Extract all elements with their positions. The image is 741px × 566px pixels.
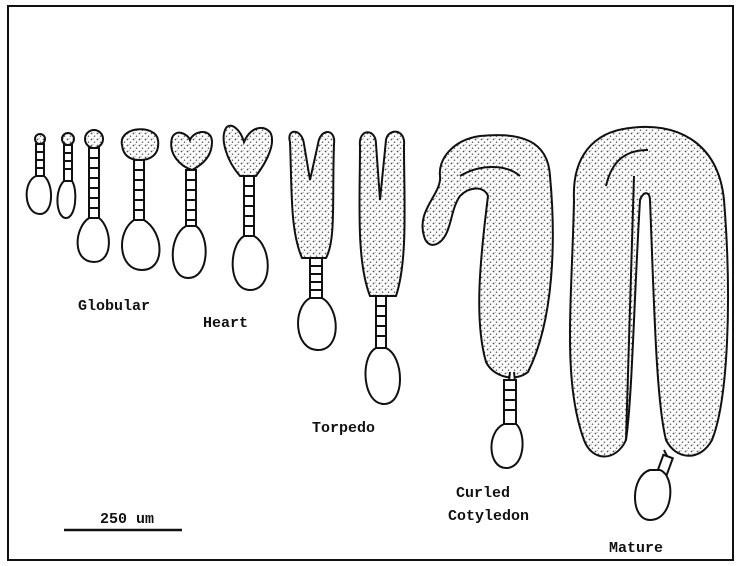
label-torpedo: Torpedo xyxy=(312,420,375,437)
label-mature: Mature xyxy=(609,540,663,557)
label-cotyledon: Cotyledon xyxy=(448,508,529,525)
label-curled: Curled xyxy=(456,485,510,502)
label-heart: Heart xyxy=(203,315,248,332)
scale-bar-label: 250 um xyxy=(100,511,154,528)
label-globular: Globular xyxy=(78,298,150,315)
embryo-torpedo-2 xyxy=(359,132,404,404)
